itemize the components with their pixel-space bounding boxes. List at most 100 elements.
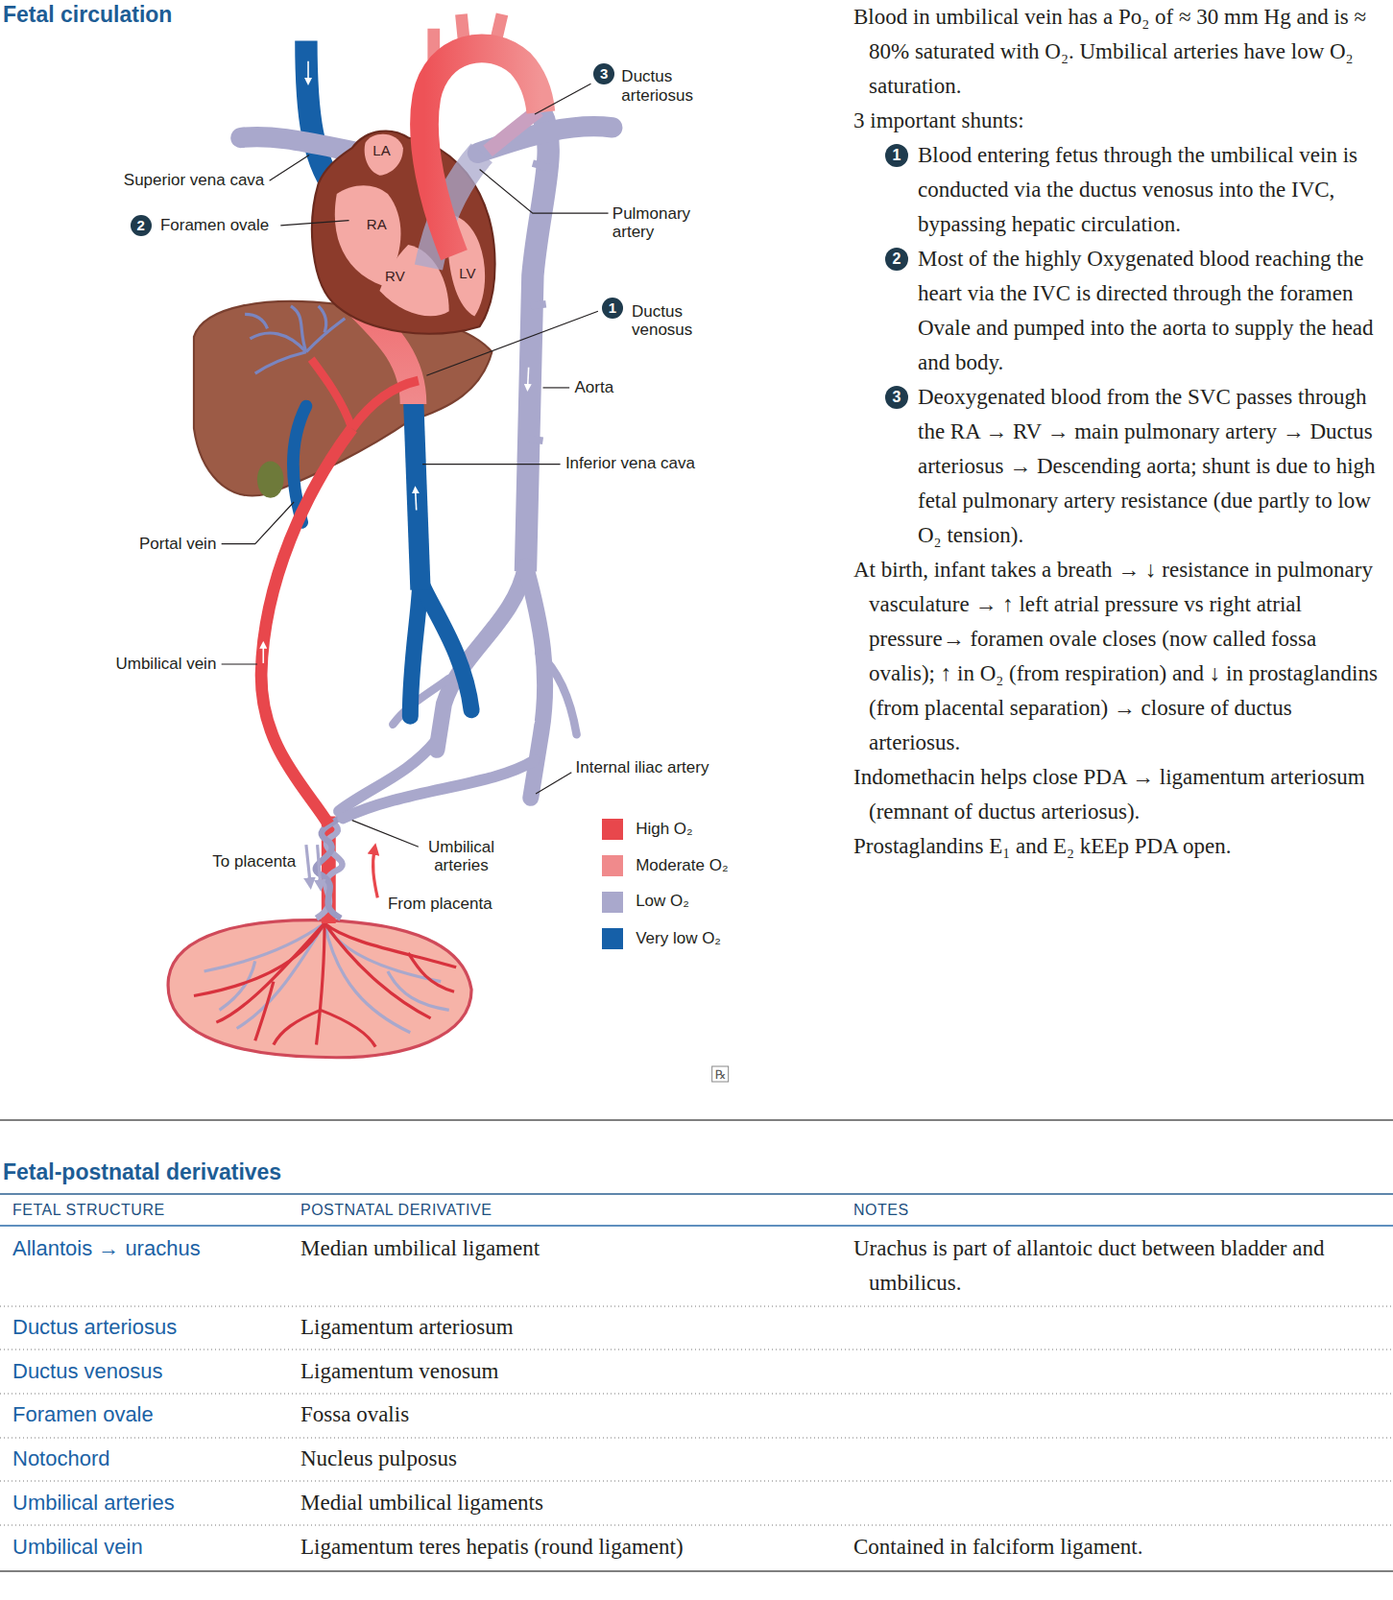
liver <box>249 333 306 353</box>
callout-number: 2 <box>130 215 152 237</box>
leader-line <box>221 502 294 545</box>
note-paragraph: Blood in umbilical vein has a Po₂ of ≈ 3… <box>853 0 1383 104</box>
placenta-flow-arrow <box>306 844 311 884</box>
table-rule <box>0 1120 1393 1572</box>
placenta <box>408 953 455 992</box>
chamber-label: LA <box>372 143 390 160</box>
legend-row: Very low O₂ <box>601 928 721 950</box>
vessel-label: Superior vena cava <box>123 170 265 191</box>
table-rule <box>0 1193 1393 1196</box>
placenta <box>320 1009 376 1047</box>
placenta <box>193 923 457 1048</box>
section-heading: Fetal-postnatal derivatives <box>2 1157 282 1187</box>
aorta-descending <box>342 760 535 819</box>
heart <box>364 134 404 176</box>
note-heading: 3 important shunts: <box>853 103 1383 139</box>
placenta <box>387 971 450 1010</box>
legend-swatch <box>601 855 624 877</box>
leader-line <box>221 83 609 847</box>
callout-number: 1 <box>885 144 909 168</box>
shunt-row: 3Deoxygenated blood from the SVC passes … <box>853 380 1383 553</box>
table-cell: Ligamentum arteriosum <box>300 1310 514 1345</box>
table-cell: Fossa ovalis <box>300 1397 409 1433</box>
table-rule <box>0 1119 1393 1122</box>
flow-label: To placenta <box>212 852 296 872</box>
inferior-vena-cava <box>413 395 421 590</box>
vessel-label: Portal vein <box>139 534 217 554</box>
leader-line <box>543 386 571 388</box>
table-rule <box>0 1224 1393 1227</box>
legend-text: Moderate O₂ <box>635 856 728 876</box>
leader-line <box>480 168 609 214</box>
table-cell: Umbilical vein <box>12 1530 144 1565</box>
umbilical-vein <box>261 359 419 825</box>
note-paragraph: Indomethacin helps close PDA → ligamentu… <box>853 760 1383 830</box>
legend-text: High O₂ <box>635 819 694 840</box>
table-cell: Medial umbilical ligaments <box>300 1486 544 1521</box>
placenta-flow-arrow <box>306 844 378 898</box>
umbilical-cord <box>315 811 343 924</box>
note-paragraph: At birth, infant takes a breath → ↓ resi… <box>853 552 1383 761</box>
liver <box>244 306 345 374</box>
notes-column: Blood in umbilical vein has a Po₂ of ≈ 3… <box>853 0 1383 865</box>
legend-text: Very low O₂ <box>635 929 721 949</box>
shunt-note: Blood entering fetus through the umbilic… <box>917 138 1383 242</box>
table-rule <box>0 1570 1393 1573</box>
leader-line <box>280 220 349 226</box>
leader-line <box>535 772 572 794</box>
inferior-vena-cava <box>420 581 472 711</box>
table-rule <box>0 1438 1393 1440</box>
chamber-label: LV <box>458 265 476 283</box>
flow-arrow <box>530 703 532 724</box>
aortic-arch <box>424 14 541 256</box>
table-cell: Median umbilical ligament <box>300 1231 540 1267</box>
vessel-label: Umbilical vein <box>115 654 217 674</box>
table-cell: Nucleus pulposus <box>300 1441 457 1477</box>
inferior-vena-cava <box>346 293 472 717</box>
placenta <box>168 920 472 1058</box>
flow-arrow <box>263 61 532 725</box>
liver <box>244 313 267 329</box>
placenta <box>204 923 450 1033</box>
flow-label: From placenta <box>387 894 493 914</box>
placenta-flow-arrow <box>317 844 321 887</box>
publisher-mark: ℞ <box>712 1066 730 1083</box>
vessel-label: Aorta <box>574 378 614 398</box>
leader-line <box>426 311 599 376</box>
page-title: Fetal circulation <box>2 0 172 28</box>
leader-line <box>422 463 561 465</box>
placenta <box>168 920 472 1058</box>
leader-line <box>534 83 591 115</box>
inferior-vena-cava <box>409 581 421 717</box>
aorta-descending <box>538 652 577 735</box>
aorta-descending <box>392 678 449 725</box>
umbilical-vein <box>261 428 353 824</box>
table-rule <box>0 1481 1393 1483</box>
umbilical-cord <box>315 814 341 918</box>
aorta-descending <box>338 112 577 819</box>
table-cell: Ductus venosus <box>12 1354 164 1390</box>
flow-arrow <box>415 489 417 510</box>
leader-line <box>269 155 310 182</box>
shunt-label: Foramen ovale <box>160 216 269 236</box>
liver <box>255 352 307 374</box>
vessel-label: Pulmonary artery <box>612 204 704 242</box>
shunt-note: Deoxygenated blood from the SVC passes t… <box>917 380 1383 553</box>
vessel-label: Inferior vena cava <box>565 454 696 474</box>
table-cell: Contained in falciform ligament. <box>853 1530 1388 1565</box>
umbilical-vein <box>311 359 353 429</box>
table-rule <box>0 1306 1393 1526</box>
heart <box>312 131 496 335</box>
callout-number: 2 <box>885 247 909 271</box>
chamber-label: RV <box>384 268 406 286</box>
aortic-arch <box>487 110 539 152</box>
legend-row: Moderate O₂ <box>601 855 728 877</box>
table-cell: Foramen ovale <box>12 1397 154 1433</box>
placenta-flow-arrow <box>373 848 379 898</box>
placenta <box>324 923 457 968</box>
shunt-row: 2Most of the highly Oxygenated blood rea… <box>853 241 1383 381</box>
legend-text: Low O₂ <box>635 891 690 912</box>
vessel-label: Umbilical arteries <box>417 838 505 876</box>
aorta-descending <box>528 163 552 441</box>
table-rule <box>0 1349 1393 1351</box>
